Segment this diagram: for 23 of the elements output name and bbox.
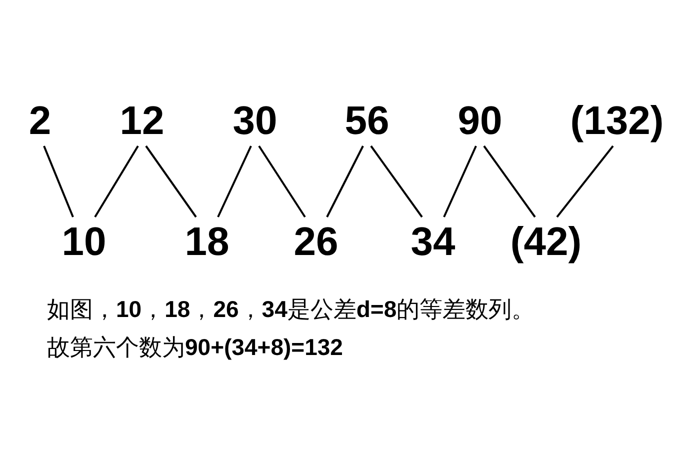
connector-line	[326, 146, 364, 218]
number: 18	[182, 219, 232, 265]
connector-line	[43, 146, 74, 218]
number: 90	[456, 98, 504, 144]
note-text: 如图，10，18，26，34是公差d=8的等差数列。	[47, 296, 535, 324]
number: (42)	[508, 219, 584, 265]
number: 56	[342, 98, 392, 144]
connector-line	[217, 146, 252, 218]
connector-line	[370, 145, 423, 218]
number: 10	[60, 219, 108, 265]
connector-line	[258, 145, 306, 218]
note-text: 故第六个数为90+(34+8)=132	[47, 334, 343, 362]
number: 34	[408, 219, 458, 265]
number: 12	[118, 98, 166, 144]
connector-line	[443, 146, 477, 218]
number: 26	[292, 219, 340, 265]
connector-line	[94, 145, 139, 218]
number: 2	[26, 98, 54, 144]
connector-line	[556, 145, 614, 218]
connector-line	[483, 145, 536, 218]
connector-line	[145, 145, 197, 218]
number: (132)	[568, 98, 666, 144]
number: 30	[230, 98, 280, 144]
